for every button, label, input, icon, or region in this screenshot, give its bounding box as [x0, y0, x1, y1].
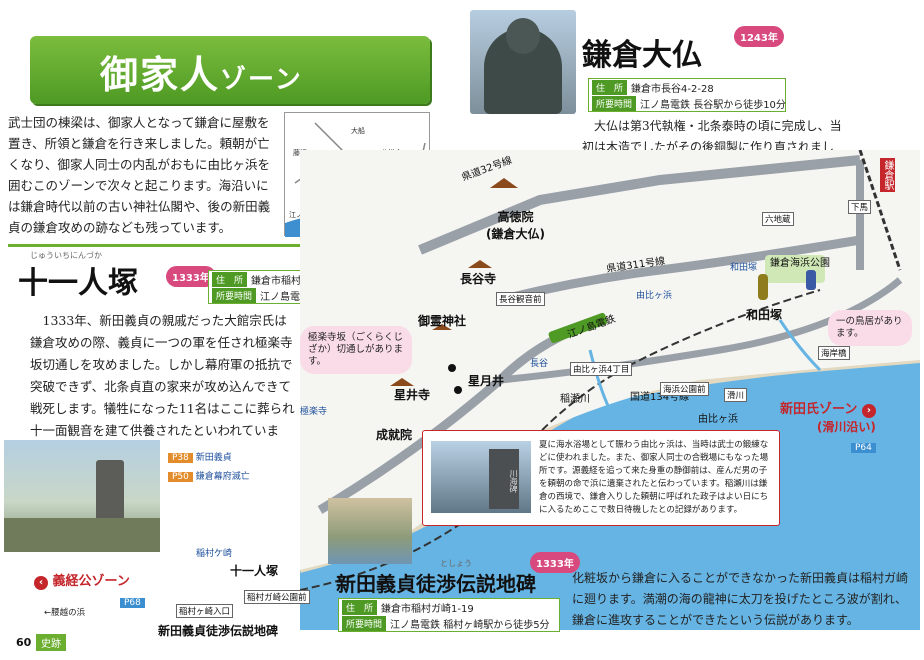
- map-label-inasegawa: 稲瀬川: [560, 394, 590, 405]
- juichi-body: 1333年、新田義貞の親戚だった大館宗氏は鎌倉攻めの際、義貞に一つの軍を任され極…: [30, 313, 295, 460]
- map-label-kugen: 鎌倉海浜公園: [770, 258, 830, 269]
- yuigahama-info-photo: 川海碑: [431, 441, 531, 513]
- map-label-gokurakuji: 極楽寺: [300, 407, 328, 417]
- daibutsu-info-box: 住 所鎌倉市長谷4-2-28 所要時間江ノ島電鉄 長谷駅から徒歩10分: [588, 78, 786, 112]
- map-label-hasedera[interactable]: 長谷寺: [460, 272, 497, 286]
- callout-ichinotori: 一の鳥居があります。: [828, 310, 912, 346]
- svg-text:大船: 大船: [351, 126, 365, 135]
- map-label-kaiganhara: 海岸橋: [818, 346, 850, 360]
- yuigahama-info-text: 夏に海水浴場として賑わう由比ヶ浜は、当時は武士の鍛練などに使われました。また、御…: [539, 440, 769, 515]
- map-label-inamura-koen: 稲村ガ崎公園前: [244, 590, 310, 604]
- map-label-kaihin: 海浜公園前: [660, 382, 709, 396]
- nitta-ruby: としょう: [440, 559, 472, 568]
- section-divider: [8, 244, 432, 247]
- map-label-yuigahama-sta: 由比ヶ浜: [636, 291, 673, 301]
- zone-title: 御家人ゾーン: [100, 52, 303, 97]
- arrow-right-icon: ›: [861, 404, 876, 418]
- nitta-body: 化粧坂から鎌倉に入ることができなかった新田義貞は稲村ガ崎に廻ります。満潮の海の龍…: [572, 571, 909, 627]
- map-label-jojuin[interactable]: 成就院: [376, 428, 413, 442]
- page-number: 60: [16, 636, 32, 649]
- map-label-wadazuka[interactable]: 和田塚: [746, 308, 783, 322]
- map-label-rokujizo: 六地蔵: [762, 212, 794, 226]
- map-label-namerigawa: 滑川: [724, 388, 748, 402]
- yuigahama-info-box: 川海碑 夏に海水浴場として賑わう由比ヶ浜は、当時は武士の鍛練などに使われました。…: [422, 430, 780, 526]
- map-label-yuigahama: 由比ヶ浜: [698, 414, 738, 425]
- zone-title-banner: 御家人ゾーン: [30, 36, 430, 104]
- map-label-inamura: 稲村ケ崎: [196, 549, 233, 559]
- map-label-shimizu: 長谷観音前: [496, 292, 545, 306]
- map-label-inamura-iriguchi: 稲村ヶ崎入口: [176, 604, 234, 618]
- arrow-left-icon: ‹: [34, 576, 48, 590]
- nitta-info-box: 住 所鎌倉市稲村ガ崎1-19 所要時間江ノ島電鉄 稲村ヶ崎駅から徒歩5分: [338, 598, 560, 632]
- ref-list: P38 新田義貞 P50 鎌倉幕府滅亡: [168, 450, 250, 482]
- callout-gokurakuji: 極楽寺坂（ごくらくじざか）切通しがあります。: [300, 326, 412, 374]
- map-label-goryo[interactable]: 御霊神社: [418, 314, 467, 328]
- yoshitsune-zone-link[interactable]: ‹ 義経公ゾーン P68: [34, 570, 145, 609]
- juichi-ruby: じゅういちにんづか: [30, 251, 102, 260]
- map-label-kotokuin[interactable]: 高徳院 (鎌倉大仏): [486, 210, 545, 241]
- koshigoe-note: ←腰越の浜: [44, 608, 86, 618]
- ref-item[interactable]: P50 鎌倉幕府滅亡: [168, 469, 250, 482]
- map-label-wadazuka-sta: 和田塚: [730, 263, 758, 273]
- map-label-juichi-small[interactable]: 十一人塚: [230, 564, 279, 578]
- map-label-kamakura-sta[interactable]: 鎌倉駅: [880, 158, 895, 192]
- nitta-year-badge: 1333年: [530, 552, 580, 573]
- intro-text: 武士団の棟梁は、御家人となって鎌倉に屋敷を置き、所領と鎌倉を行き来しました。頼朝…: [8, 115, 271, 235]
- daibutsu-year-badge: 1243年: [734, 26, 784, 47]
- map-label-nitta-small[interactable]: 新田義貞徒渉伝説地碑: [158, 624, 279, 638]
- map-label-hoshinoi[interactable]: 星月井: [468, 374, 505, 388]
- daibutsu-title: 鎌倉大仏: [582, 38, 702, 73]
- juichi-year-badge: 1333年: [166, 266, 216, 287]
- ref-item[interactable]: P38 新田義貞: [168, 450, 250, 463]
- nitta-title: 新田義貞徒渉伝説地碑: [336, 572, 536, 596]
- svg-text:江ノ島: 江ノ島: [289, 210, 310, 219]
- nitta-zone-link[interactable]: 新田氏ゾーン › (滑川沿い) P64: [780, 402, 876, 453]
- map-label-kokudo134: 国道134号線: [630, 392, 690, 403]
- map-label-hase: 長谷: [530, 359, 549, 369]
- section-tab: 史跡: [36, 634, 66, 651]
- nitta-photo: [328, 498, 412, 564]
- juichi-title: 十一人塚: [18, 266, 138, 301]
- daibutsu-photo: [470, 10, 576, 114]
- map-label-shimobaba: 下馬: [848, 200, 872, 214]
- map-label-hoshiiji[interactable]: 星井寺: [394, 388, 431, 402]
- map-label-yuigahama4: 由比ヶ浜4丁目: [570, 362, 633, 376]
- juichi-photo: [4, 440, 160, 552]
